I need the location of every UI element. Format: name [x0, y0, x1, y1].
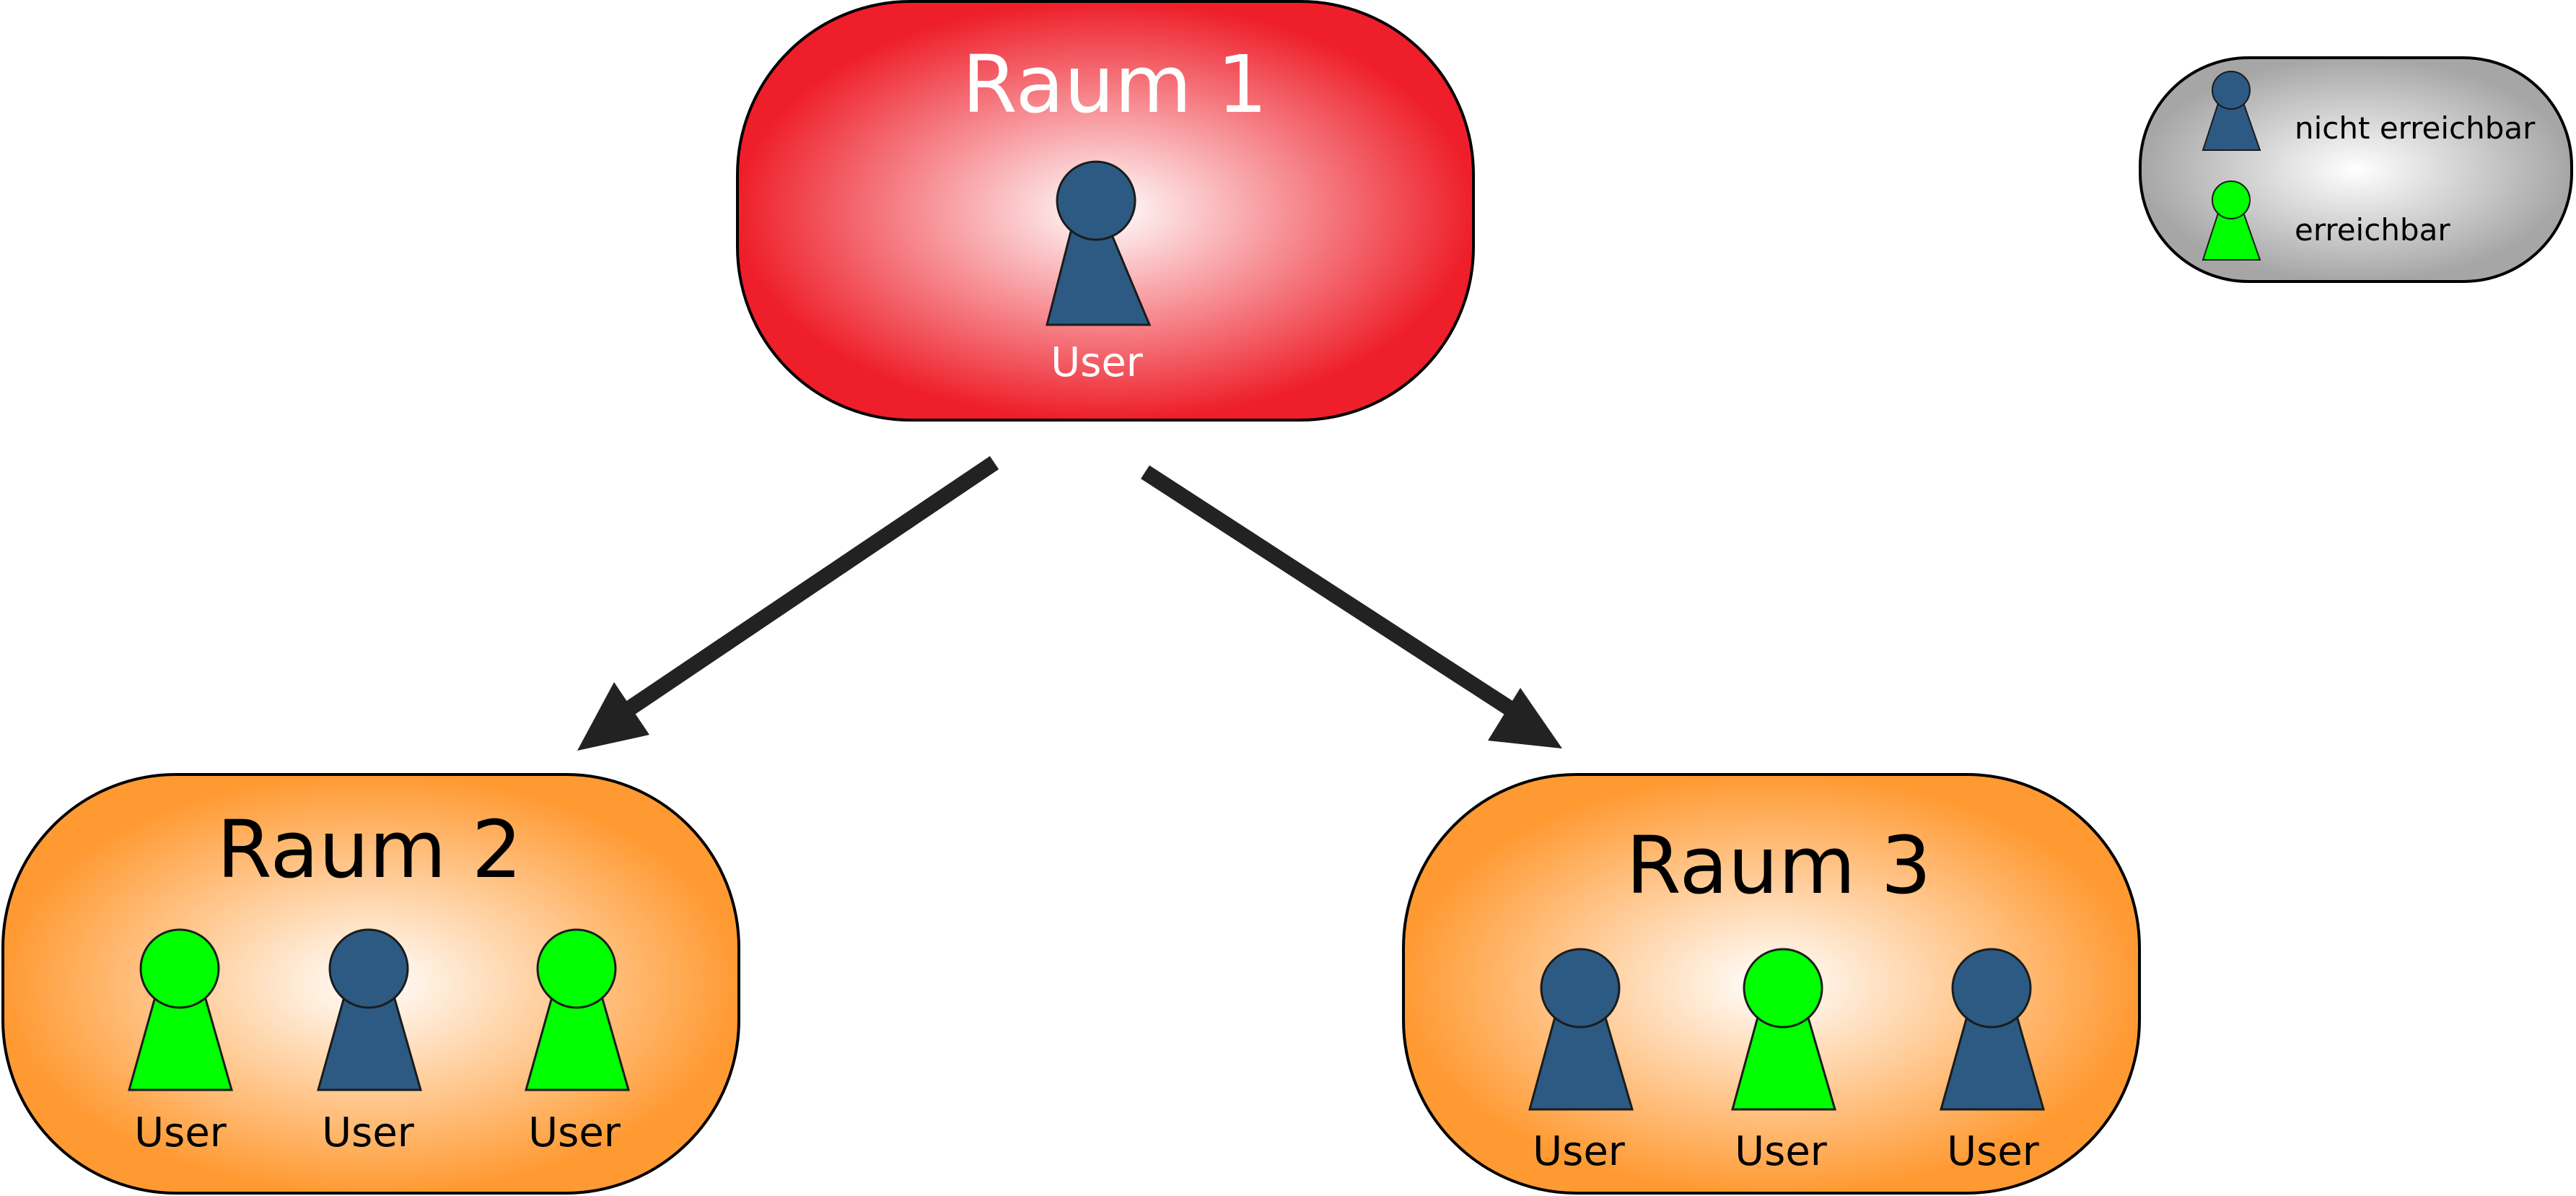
user-icon — [1046, 160, 1152, 326]
user-icon — [1940, 948, 2045, 1111]
legend-not-reachable-label: nicht erreichbar — [2295, 110, 2536, 146]
legend-reachable-icon — [2202, 180, 2261, 261]
room-raum-1: Raum 1 User — [736, 0, 1475, 422]
legend-not-reachable-icon — [2202, 71, 2261, 151]
user-head — [1743, 948, 1823, 1029]
user-icon — [128, 928, 233, 1091]
user-head — [1951, 948, 2032, 1029]
room-title: Raum 1 — [962, 38, 1267, 131]
user-label: User — [1533, 1128, 1626, 1175]
legend: nicht erreichbar erreichbar — [2139, 56, 2573, 283]
user-label: User — [134, 1109, 227, 1156]
user-icon — [1528, 948, 1634, 1111]
legend-reachable-label: erreichbar — [2295, 212, 2450, 248]
arrow-raum1-to-raum2 — [577, 455, 999, 751]
user-label: User — [1947, 1128, 2040, 1175]
user-icon — [317, 928, 422, 1091]
user-head — [1056, 160, 1136, 241]
room-raum-2: Raum 2 User User User — [1, 773, 740, 1195]
user-label: User — [322, 1109, 415, 1156]
room-raum-3: Raum 3 User User User — [1402, 773, 2141, 1195]
user-icon — [525, 928, 630, 1091]
user-head — [328, 928, 409, 1009]
user-icon — [1731, 948, 1836, 1111]
user-head — [139, 928, 220, 1009]
user-label: User — [528, 1109, 621, 1156]
room-title: Raum 2 — [216, 803, 522, 896]
user-head — [536, 928, 617, 1009]
room-title: Raum 3 — [1626, 819, 1931, 912]
arrow-raum1-to-raum3 — [1141, 465, 1562, 748]
user-head — [1540, 948, 1621, 1029]
user-label: User — [1051, 339, 1144, 386]
user-label: User — [1735, 1128, 1828, 1175]
